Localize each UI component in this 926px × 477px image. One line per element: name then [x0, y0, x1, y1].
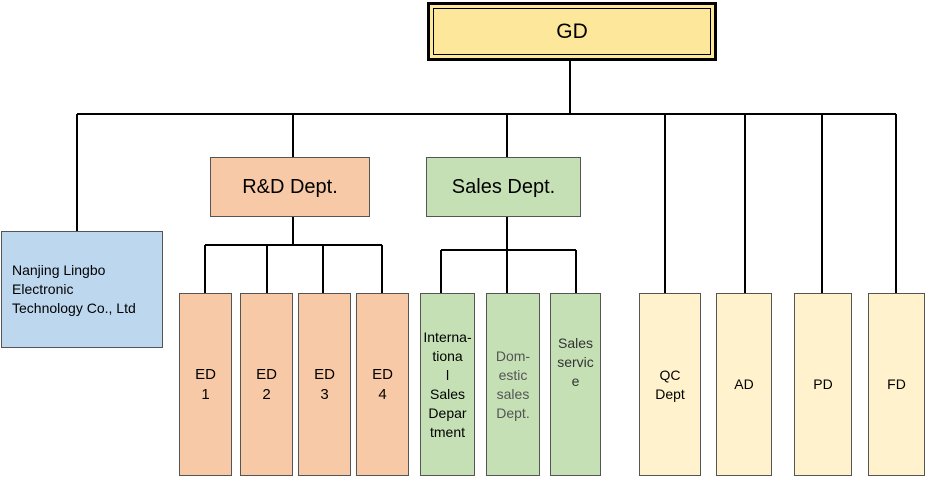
pd-label: PD [813, 376, 833, 392]
qc-dept-label: QC Dept [655, 366, 685, 402]
international-sales-box: Interna- tiona l Sales Depar tment [420, 293, 475, 476]
ed-3-label: ED 3 [314, 365, 335, 403]
ed-1-label: ED 1 [195, 365, 216, 403]
domestic-sales-box: Dom- estic sales Dept. [486, 293, 540, 476]
ed-1-box: ED 1 [179, 293, 232, 476]
sales-dept-box: Sales Dept. [426, 157, 581, 217]
fd-label: FD [887, 376, 906, 392]
qc-dept-box: QC Dept [639, 293, 701, 476]
rd-dept-label: R&D Dept. [242, 175, 338, 198]
ed-2-label: ED 2 [256, 365, 277, 403]
ad-box: AD [716, 293, 772, 476]
sales-service-box: Sales servic e [550, 293, 601, 476]
pd-box: PD [794, 293, 852, 476]
ed-4-label: ED 4 [372, 365, 393, 403]
sales-service-label: Sales servic e [557, 335, 594, 389]
international-sales-label: Interna- tiona l Sales Depar tment [423, 328, 472, 440]
ed-3-box: ED 3 [298, 293, 351, 476]
company-label: Nanjing Lingbo Electronic Technology Co.… [12, 262, 136, 316]
sales-dept-label: Sales Dept. [451, 175, 556, 198]
fd-box: FD [868, 293, 925, 476]
rd-dept-box: R&D Dept. [210, 157, 370, 217]
ed-2-box: ED 2 [240, 293, 293, 476]
company-box: Nanjing Lingbo Electronic Technology Co.… [1, 231, 163, 348]
general-director-label: GD [556, 19, 588, 43]
ed-4-box: ED 4 [356, 293, 409, 476]
general-director-box: GD [427, 2, 717, 61]
domestic-sales-label: Dom- estic sales Dept. [495, 347, 531, 421]
ad-label: AD [734, 376, 754, 392]
